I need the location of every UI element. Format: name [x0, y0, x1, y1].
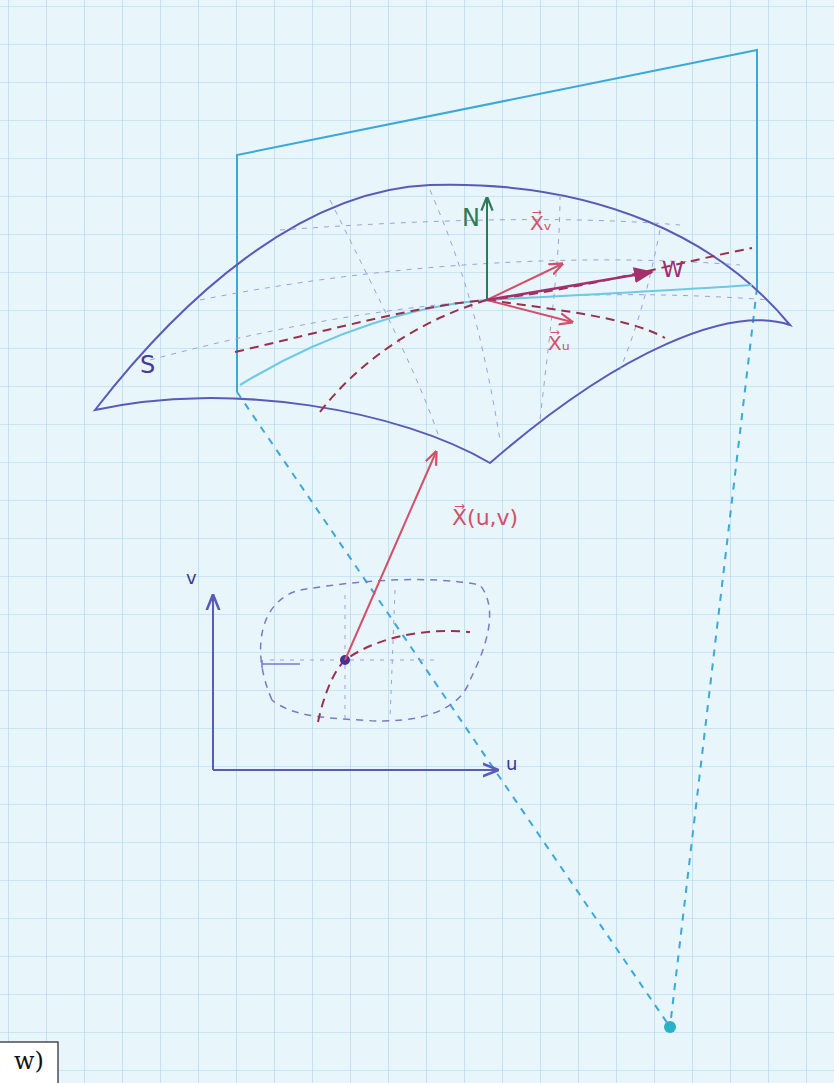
axis-label: v: [186, 568, 197, 588]
parameter-domain: [261, 580, 490, 721]
surface-label: S: [140, 352, 155, 378]
coordinate-curve: [235, 248, 752, 352]
domain-mesh: [270, 590, 440, 720]
tangent-label: X⃗ᵤ: [548, 332, 570, 354]
v-axis: [212, 596, 214, 770]
projection-line: [237, 288, 757, 1027]
formula-box: [0, 1042, 58, 1083]
parametrization-arrow: [345, 452, 436, 660]
normal-vector: [486, 198, 488, 300]
normal-label: N: [462, 205, 480, 231]
coordinate-curve: [487, 300, 665, 338]
u-axis: [213, 769, 497, 771]
map-label: X⃗(u,v): [452, 506, 518, 530]
parameter-curve: [318, 631, 470, 722]
plane-outline: [237, 50, 757, 392]
surface-outline: [95, 185, 790, 463]
domain-tick: [262, 660, 300, 668]
coordinate-curve: [320, 300, 487, 412]
direction-vector: [487, 272, 652, 300]
projection-center: [664, 1021, 676, 1033]
tangent-label: X⃗ᵥ: [530, 212, 552, 234]
tangent-vector: [487, 300, 572, 322]
axis-label: u: [506, 754, 517, 774]
formula-fragment: w): [14, 1048, 44, 1074]
vector-label: W: [662, 258, 684, 282]
intersection-curve: [240, 285, 752, 385]
surface-mesh: [150, 190, 770, 440]
